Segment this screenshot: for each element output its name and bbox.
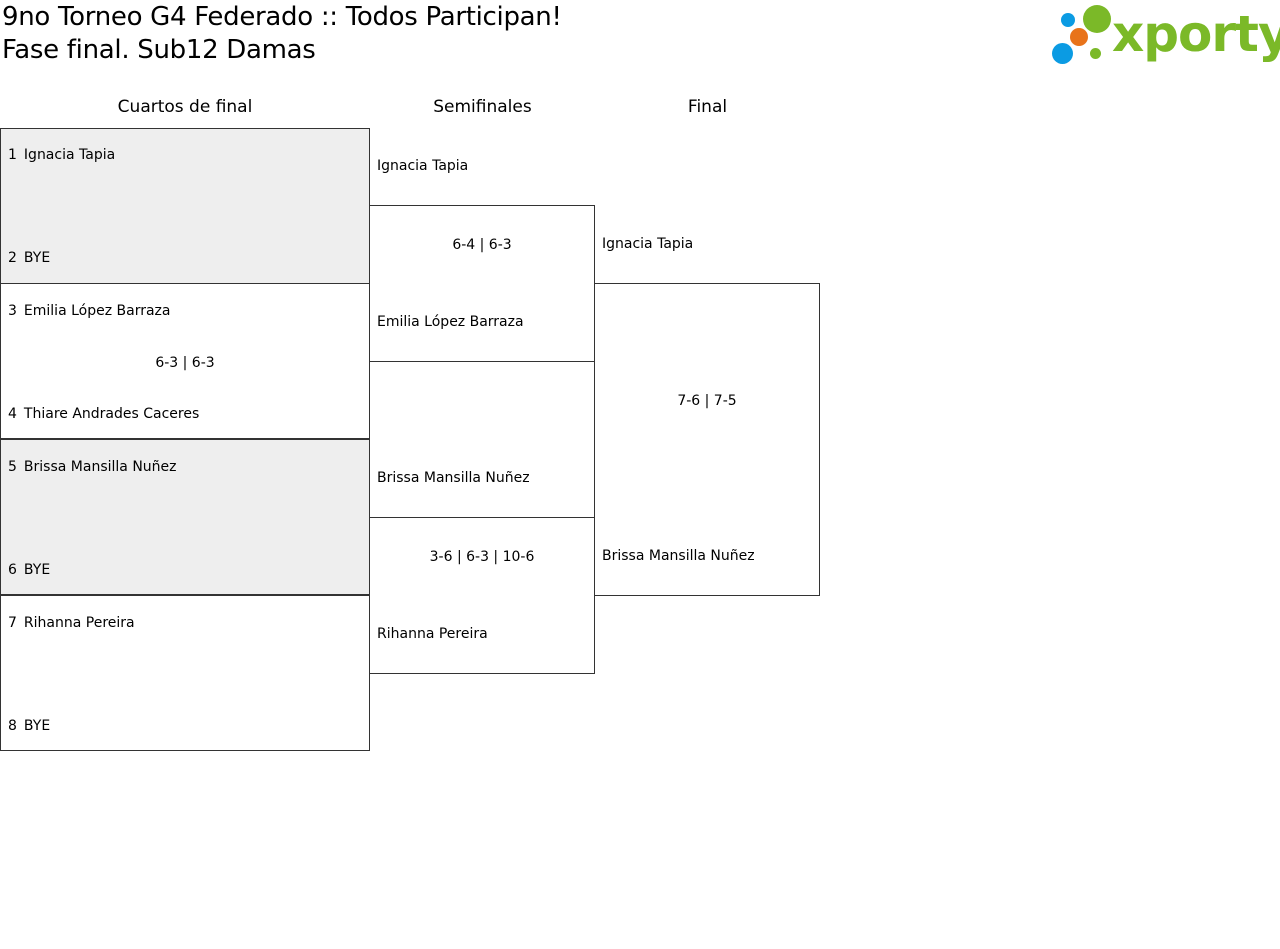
match-score: 6-3 | 6-3 [155,355,215,371]
player-name: Thiare Andrades Caceres [23,406,200,422]
round-header-quarterfinals: Cuartos de final [117,97,253,117]
seed-number: 1 [8,147,17,163]
match-score: 6-4 | 6-3 [452,237,512,253]
logo-wordmark: xporty [1112,5,1280,63]
match-player-top: 7 Rihanna Pereira [8,614,135,632]
match-score: 3-6 | 6-3 | 10-6 [429,549,535,565]
player-name: Brissa Mansilla Nuñez [23,459,177,475]
seed-number: 4 [8,406,17,422]
player-name: Emilia López Barraza [23,303,171,319]
player-name: Ignacia Tapia [23,147,116,163]
quarterfinal-match-2[interactable]: 3 Emilia López Barraza 6-3 | 6-3 4 Thiare … [0,283,370,439]
player-name: BYE [23,562,51,578]
player-name: BYE [23,250,51,266]
seed-number: 2 [8,250,17,266]
match-player-bottom: 4 Thiare Andrades Caceres [8,405,199,423]
match-player-top: 5 Brissa Mansilla Nuñez [8,458,177,476]
semifinal-match-2[interactable]: 3-6 | 6-3 | 10-6 Rihanna Pereira [369,517,595,674]
semifinal-2-player-top: Brissa Mansilla Nuñez [377,470,530,486]
round-header-final: Final [687,97,728,117]
match-score: 7-6 | 7-5 [677,393,737,409]
player-name: Rihanna Pereira [23,615,135,631]
quarterfinal-match-4[interactable]: 7 Rihanna Pereira 8 BYE [0,595,370,751]
logo-dot-green-small-icon [1090,48,1101,59]
seed-number: 6 [8,562,17,578]
match-player-top: 1 Ignacia Tapia [8,146,115,164]
page-title: 9no Torneo G4 Federado :: Todos Particip… [2,2,562,32]
seed-number: 8 [8,718,17,734]
logo-dot-orange-icon [1070,28,1088,46]
semifinal-1-player-top: Ignacia Tapia [377,158,469,174]
quarterfinal-match-3[interactable]: 5 Brissa Mansilla Nuñez 6 BYE [0,439,370,595]
semifinal-match-1[interactable]: 6-4 | 6-3 Emilia López Barraza [369,205,595,362]
quarterfinal-match-1[interactable]: 1 Ignacia Tapia 2 BYE [0,128,370,284]
seed-number: 3 [8,303,17,319]
final-player-top: Ignacia Tapia [602,236,694,252]
match-player-bottom: 2 BYE [8,249,50,267]
semifinal-1-player-bottom: Emilia López Barraza [377,314,524,330]
seed-number: 5 [8,459,17,475]
player-name: BYE [23,718,51,734]
semifinal-2-player-bottom: Rihanna Pereira [377,626,488,642]
match-player-bottom: 8 BYE [8,717,50,735]
logo-dot-blue-small-icon [1061,13,1075,27]
round-header-semifinals: Semifinales [433,97,532,117]
xporty-logo[interactable]: xporty [1050,2,1280,68]
page-subtitle: Fase final. Sub12 Damas [2,35,316,65]
final-player-bottom: Brissa Mansilla Nuñez [602,548,755,564]
match-player-top: 3 Emilia López Barraza [8,302,170,320]
seed-number: 7 [8,615,17,631]
logo-dot-blue-large-icon [1052,43,1073,64]
match-player-bottom: 6 BYE [8,561,50,579]
final-match[interactable]: 7-6 | 7-5 Brissa Mansilla Nuñez [594,283,820,596]
logo-dot-green-icon [1083,5,1111,33]
